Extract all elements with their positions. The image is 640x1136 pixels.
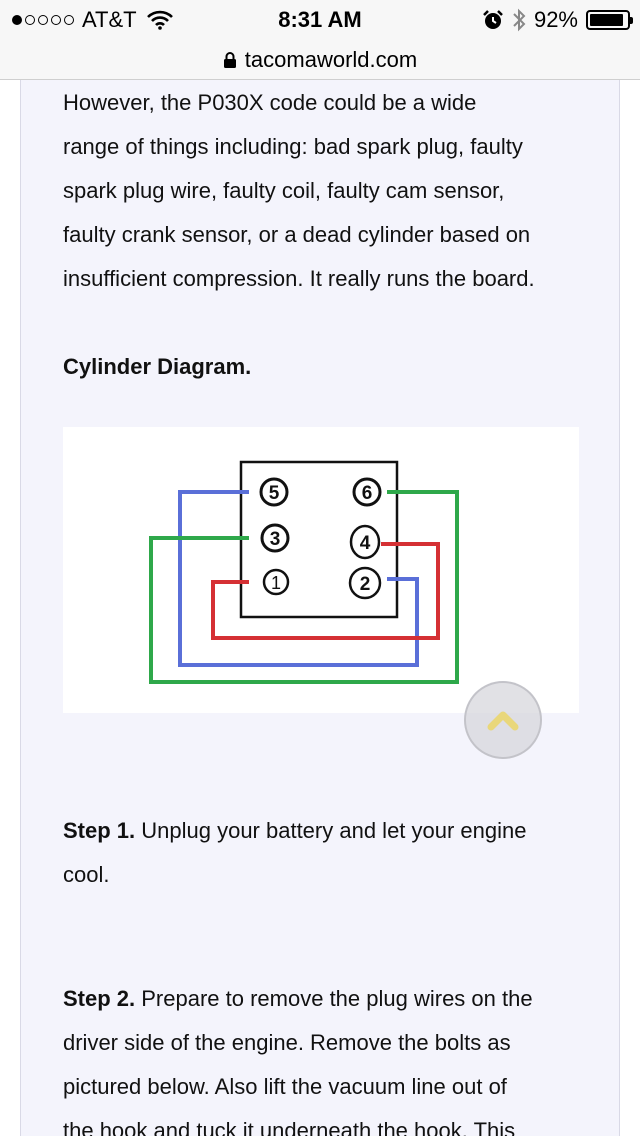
cylinder-6-label: 6 — [362, 483, 373, 504]
intro-line: faulty crank sensor, or a dead cylinder … — [63, 222, 531, 247]
intro-paragraph: However, the P030X code could be a wide … — [63, 81, 583, 301]
intro-line: However, the P030X code could be a wide — [63, 90, 477, 115]
cylinder-diagram-image: 5 6 3 4 1 — [63, 427, 579, 713]
signal-strength-icon — [12, 15, 74, 25]
step-2-line: driver side of the engine. Remove the bo… — [63, 1030, 511, 1055]
chevron-up-icon — [487, 711, 519, 731]
cylinder-4: 4 — [349, 524, 381, 560]
intro-line: range of things including: bad spark plu… — [63, 134, 523, 159]
cylinder-1: 1 — [262, 568, 290, 596]
scroll-to-top-button[interactable] — [464, 681, 542, 759]
cylinder-3-label: 3 — [270, 529, 281, 550]
alarm-icon — [483, 10, 503, 29]
cylinder-3: 3 — [260, 523, 290, 553]
wifi-icon — [146, 10, 173, 30]
cylinder-2-label: 2 — [360, 574, 371, 595]
step-1-line: cool. — [63, 862, 110, 887]
page-content[interactable]: However, the P030X code could be a wide … — [0, 80, 640, 1136]
step-2-label: Step 2. — [63, 986, 136, 1011]
intro-line: insufficient compression. It really runs… — [63, 266, 535, 291]
wire-blue-5 — [178, 490, 419, 667]
battery-icon — [586, 10, 633, 30]
step-2-line: the hook and tuck it underneath the hook… — [63, 1118, 516, 1136]
url-domain[interactable]: tacomaworld.com — [244, 46, 418, 72]
intro-line: spark plug wire, faulty coil, faulty cam… — [63, 178, 505, 203]
step-2-line: pictured below. Also lift the vacuum lin… — [63, 1074, 507, 1099]
carrier-name: AT&T — [82, 7, 137, 32]
status-left: AT&T — [12, 6, 173, 34]
cylinder-4-label: 4 — [360, 533, 371, 554]
battery-percent: 92% — [533, 7, 578, 32]
status-bar: AT&T 8:31 AM 92% — [0, 0, 640, 40]
diagram-heading: Cylinder Diagram. — [63, 354, 252, 379]
wire-red-1 — [211, 542, 440, 640]
cylinder-5: 5 — [259, 477, 289, 507]
step-1-paragraph: Step 1. Unplug your battery and let your… — [63, 809, 583, 897]
bluetooth-icon — [513, 8, 526, 32]
cylinder-1-label: 1 — [271, 573, 281, 593]
step-1-label: Step 1. — [63, 818, 136, 843]
step-2-paragraph: Step 2. Prepare to remove the plug wires… — [63, 977, 583, 1136]
wire-green-3 — [149, 490, 459, 684]
cylinder-2: 2 — [348, 566, 382, 600]
step-2-line: Step 2. Prepare to remove the plug wires… — [63, 977, 583, 1021]
lock-icon — [223, 51, 236, 68]
article-body: However, the P030X code could be a wide … — [20, 80, 620, 1136]
status-right: 92% — [482, 6, 633, 34]
step-1-line: Step 1. Unplug your battery and let your… — [63, 809, 583, 853]
battery-fill — [590, 14, 624, 26]
step-2-text: Prepare to remove the plug wires on the — [135, 986, 533, 1011]
step-1-text: Unplug your battery and let your engine — [135, 818, 527, 843]
url-bar[interactable]: tacomaworld.com — [0, 40, 640, 80]
cylinder-diagram: 5 6 3 4 1 — [149, 460, 459, 684]
status-time: 8:31 AM — [278, 7, 362, 32]
cylinder-6: 6 — [352, 477, 382, 507]
cylinder-5-label: 5 — [269, 483, 280, 504]
